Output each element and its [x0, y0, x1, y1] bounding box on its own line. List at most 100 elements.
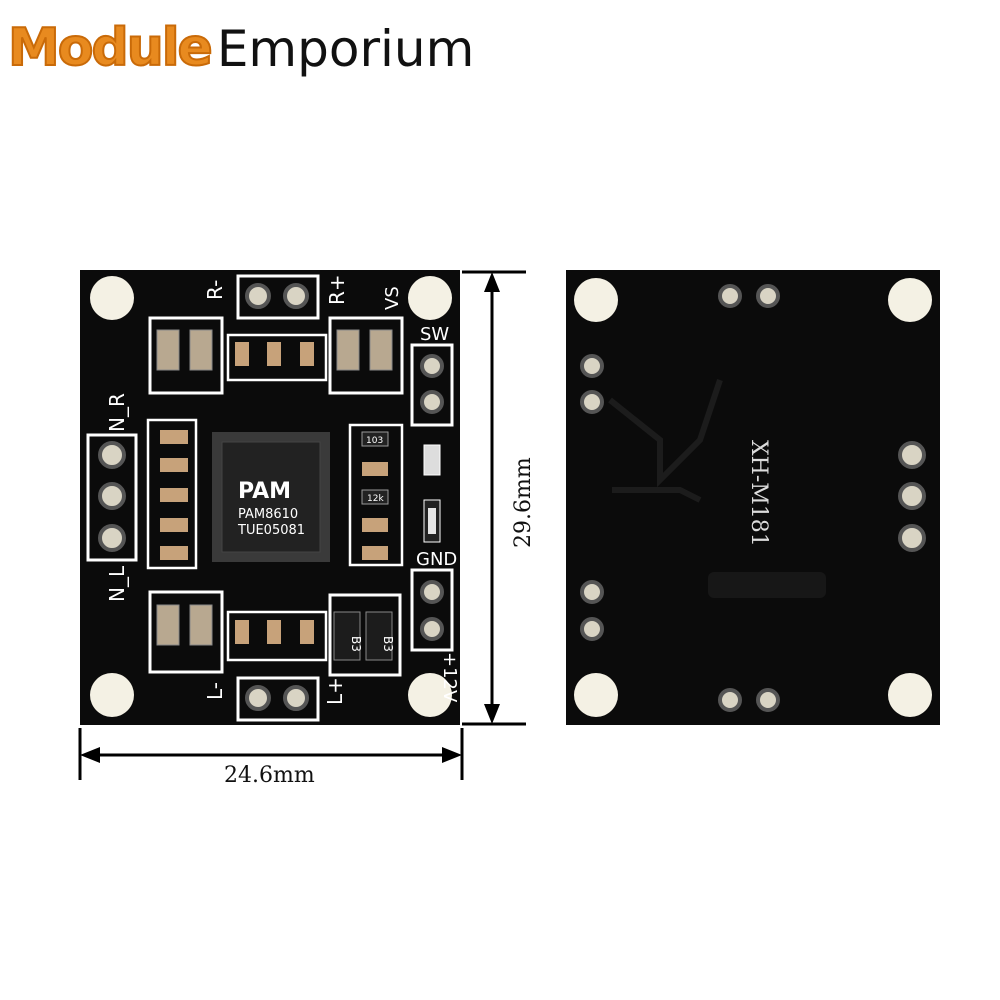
amplifier-chip	[221, 441, 321, 553]
solder-pad	[283, 685, 309, 711]
label-l-plus: L+	[323, 677, 347, 705]
cap-outline	[148, 590, 224, 674]
label-r-minus: R-	[203, 280, 227, 300]
mounting-hole	[888, 278, 932, 322]
diode-label-2: B3	[381, 636, 395, 652]
solder-pad	[756, 284, 780, 308]
solder-pad	[98, 524, 126, 552]
mounting-hole	[408, 673, 452, 717]
cap-outline	[328, 316, 404, 395]
led-lens	[428, 508, 436, 534]
resistor	[300, 342, 314, 366]
solder-pad	[580, 390, 604, 414]
label-n-r: N_R	[105, 393, 129, 432]
capacitor	[336, 329, 360, 371]
height-dimension: 29.6mm	[511, 457, 536, 548]
solder-pad	[580, 617, 604, 641]
resistor	[362, 462, 388, 476]
solder-pad	[718, 688, 742, 712]
board-marking: XH-M181	[746, 440, 771, 547]
label-gnd: GND	[416, 549, 457, 570]
front-board: R- R+ VS SW N_R N_L	[80, 270, 460, 725]
res-column-outline	[146, 418, 198, 570]
back-pcb	[566, 270, 940, 725]
chip-model: PAM8610	[238, 507, 298, 522]
mounting-hole	[574, 673, 618, 717]
mounting-hole	[408, 276, 452, 320]
resistor	[300, 620, 314, 644]
cap-outline	[148, 316, 224, 395]
resistor	[235, 620, 249, 644]
label-l-minus: L-	[203, 682, 227, 700]
resistor	[361, 489, 389, 505]
label-r-plus: R+	[325, 274, 349, 305]
brand-logo-part1: Module	[7, 17, 214, 79]
brand-logo-part2: Emporium	[216, 20, 475, 78]
resistor	[361, 431, 389, 447]
res-outline	[226, 333, 328, 382]
label-vs: VS	[382, 286, 403, 310]
solder-pad	[283, 283, 309, 309]
label-n-l: N_L	[105, 565, 129, 602]
solder-pad	[245, 685, 271, 711]
brand-logo: Module Emporium	[7, 8, 475, 79]
chip-brand: PAM	[238, 479, 291, 504]
res-outline	[226, 610, 328, 662]
diode	[333, 611, 361, 661]
resistor	[160, 488, 188, 502]
label-sw: SW	[420, 324, 449, 345]
res-label-12k: 12k	[367, 494, 384, 504]
ground-plane	[708, 572, 826, 598]
solder-pad	[756, 688, 780, 712]
solder-pad	[580, 354, 604, 378]
capacitor	[189, 329, 213, 371]
solder-pad	[420, 580, 444, 604]
resistor	[160, 518, 188, 532]
resistor	[160, 430, 188, 444]
n-header-outline	[86, 433, 138, 562]
solder-pad	[580, 580, 604, 604]
trace	[612, 487, 702, 503]
diode-outline	[328, 593, 402, 677]
diode	[365, 611, 393, 661]
dimension-lines: 29.6mm 24.6mm	[78, 270, 536, 788]
mounting-hole	[574, 278, 618, 322]
label-12v: +12V	[439, 652, 460, 703]
solder-pad	[420, 354, 444, 378]
back-board: XH-M181	[566, 270, 940, 725]
power-outline	[410, 568, 454, 652]
solder-pad	[898, 482, 926, 510]
solder-pad	[245, 283, 271, 309]
trace	[608, 379, 723, 488]
sw-outline	[410, 343, 454, 427]
res-column-outline	[348, 423, 404, 567]
resistor	[267, 620, 281, 644]
resistor	[160, 546, 188, 560]
mounting-hole	[90, 276, 134, 320]
resistor	[267, 342, 281, 366]
chip-code: TUE05081	[237, 523, 305, 538]
capacitor	[369, 329, 393, 371]
solder-pad	[898, 441, 926, 469]
mounting-hole	[888, 673, 932, 717]
diode-label-1: B3	[349, 636, 363, 652]
capacitor	[189, 604, 213, 646]
solder-pad	[420, 390, 444, 414]
led	[423, 444, 441, 476]
solder-pad	[898, 524, 926, 552]
solder-pad	[718, 284, 742, 308]
res-label-103: 103	[366, 436, 383, 446]
solder-pad	[420, 617, 444, 641]
resistor	[235, 342, 249, 366]
r-output-outline	[236, 274, 320, 320]
resistor	[160, 458, 188, 472]
mounting-hole	[90, 673, 134, 717]
solder-pad	[98, 441, 126, 469]
resistor	[362, 546, 388, 560]
l-output-outline	[236, 676, 320, 722]
width-dimension: 24.6mm	[224, 763, 315, 788]
solder-pad	[98, 482, 126, 510]
capacitor	[156, 329, 180, 371]
capacitor	[156, 604, 180, 646]
